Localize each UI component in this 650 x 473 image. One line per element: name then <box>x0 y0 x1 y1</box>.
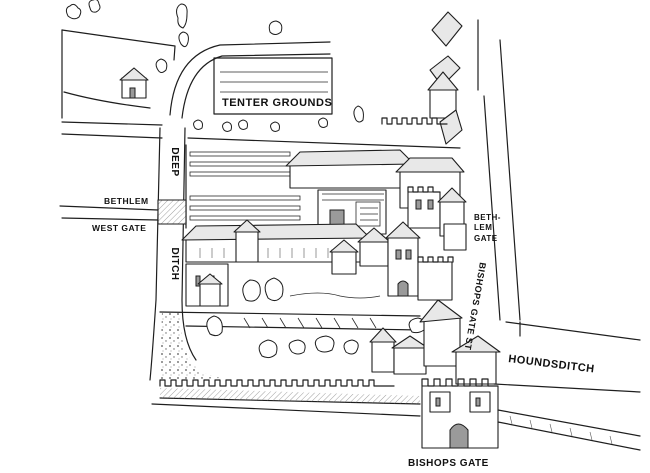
tree-row-top <box>65 0 283 73</box>
label-bethlem-gate-3: GATE <box>474 234 498 243</box>
roads-north <box>61 41 461 149</box>
west-houses <box>185 263 284 307</box>
label-bethlem-west: BETHLEM <box>104 196 149 206</box>
label-ditch: DITCH <box>169 247 180 280</box>
bethlem-gate-label: BETH- LEM GATE <box>474 213 501 243</box>
tree-row-middle <box>193 105 364 132</box>
label-bishops-gate: BISHOPS GATE <box>408 458 489 469</box>
bishops-gate: BISHOPS GATE <box>408 378 641 469</box>
deep-ditch: DEEP DITCH <box>149 127 220 381</box>
label-deep: DEEP <box>169 147 180 176</box>
bethlem-west-gate: BETHLEM WEST GATE <box>59 196 159 233</box>
garden-beds <box>185 144 301 229</box>
svg-text:DEEP: DEEP <box>169 147 180 176</box>
tree-row-south <box>206 315 426 359</box>
south-houses <box>369 299 501 385</box>
bethlem-hospital-complex <box>181 149 467 301</box>
label-bethlem-gate-1: BETH- <box>474 213 501 222</box>
field-lines-middle <box>159 292 421 331</box>
svg-text:DITCH: DITCH <box>169 247 180 280</box>
northeast-houses <box>427 11 521 321</box>
svg-text:BISHOPS GATE ST: BISHOPS GATE ST <box>463 262 488 351</box>
label-bishops-gate-st: BISHOPS GATE ST <box>463 262 488 351</box>
tenter-grounds: TENTER GROUNDS <box>213 57 333 115</box>
label-bethlem-gate-2: LEM <box>474 223 492 232</box>
northwest-field <box>61 29 176 119</box>
label-tenter-grounds: TENTER GROUNDS <box>222 97 332 109</box>
houndsditch: HOUNDSDITCH <box>493 321 641 393</box>
label-west-gate: WEST GATE <box>92 223 146 233</box>
wall-north <box>381 117 448 125</box>
city-wall <box>151 379 421 417</box>
label-houndsditch: HOUNDSDITCH <box>508 353 596 375</box>
